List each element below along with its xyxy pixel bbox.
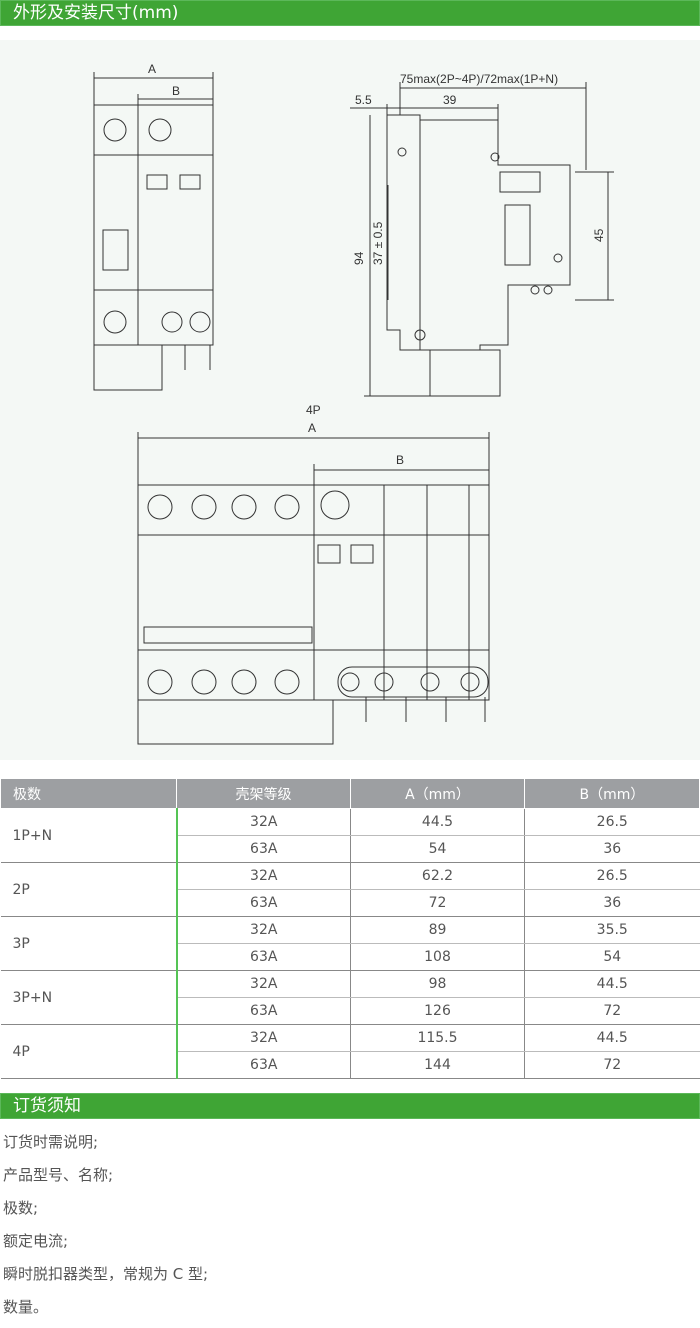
ordering-notes: 订货时需说明; 产品型号、名称; 极数; 额定电流; 瞬时脱扣器类型，常规为 C…	[3, 1130, 208, 1328]
b-cell: 54	[524, 943, 700, 971]
a-cell: 144	[350, 1051, 525, 1079]
note-item: 数量。	[3, 1298, 49, 1316]
dim-label-a: A	[148, 62, 156, 76]
dim-label-b: B	[172, 84, 180, 98]
frame-cell: 63A	[176, 1051, 351, 1079]
a-cell: 126	[350, 997, 525, 1025]
a-cell: 72	[350, 889, 525, 917]
header-b: B（mm）	[524, 778, 700, 809]
dim-label-4p-a: A	[308, 421, 316, 435]
b-cell: 72	[524, 997, 700, 1025]
b-cell: 36	[524, 889, 700, 917]
b-cell: 44.5	[524, 970, 700, 998]
header-a: A（mm）	[350, 778, 525, 809]
frame-cell: 32A	[176, 970, 351, 998]
pole-cell: 1P+N	[0, 808, 178, 863]
dim-label-94: 94	[352, 251, 366, 265]
dim-label-45: 45	[592, 228, 606, 242]
frame-cell: 63A	[176, 943, 351, 971]
pole-cell: 3P+N	[0, 970, 178, 1025]
frame-cell: 32A	[176, 1024, 351, 1052]
b-cell: 36	[524, 835, 700, 863]
pole-cell: 4P	[0, 1024, 178, 1079]
pole-cell: 3P	[0, 916, 178, 971]
note-item: 瞬时脱扣器类型，常规为 C 型;	[3, 1265, 209, 1283]
b-cell: 26.5	[524, 808, 700, 836]
frame-cell: 63A	[176, 835, 351, 863]
section-title: 外形及安装尺寸(mm)	[13, 3, 179, 23]
a-cell: 44.5	[350, 808, 525, 836]
frame-cell: 63A	[176, 889, 351, 917]
note-item: 产品型号、名称;	[3, 1166, 114, 1184]
b-cell: 35.5	[524, 916, 700, 944]
section-header-ordering: 订货须知	[0, 1093, 700, 1119]
a-cell: 62.2	[350, 862, 525, 890]
b-cell: 72	[524, 1051, 700, 1079]
note-item: 极数;	[3, 1199, 39, 1217]
section-title: 订货须知	[13, 1096, 81, 1116]
dimension-drawing: A B 75max(2P~4P)/72max(1P+N) 5.5 39 94 3…	[0, 40, 700, 760]
label-4p: 4P	[306, 403, 321, 417]
frame-cell: 32A	[176, 808, 351, 836]
a-cell: 98	[350, 970, 525, 998]
a-cell: 54	[350, 835, 525, 863]
header-frame: 壳架等级	[176, 778, 351, 809]
a-cell: 89	[350, 916, 525, 944]
note-item: 订货时需说明;	[3, 1133, 99, 1151]
frame-cell: 32A	[176, 862, 351, 890]
header-poles: 极数	[0, 778, 177, 809]
side-view: 75max(2P~4P)/72max(1P+N) 5.5 39 94 37 ± …	[350, 72, 614, 397]
front-view: A B	[93, 62, 214, 391]
dim-label-37: 37 ± 0.5	[371, 221, 385, 265]
pole-cell: 2P	[0, 862, 178, 917]
dim-label-width: 75max(2P~4P)/72max(1P+N)	[400, 72, 558, 86]
b-cell: 44.5	[524, 1024, 700, 1052]
section-header-dimensions: 外形及安装尺寸(mm)	[0, 0, 700, 26]
frame-cell: 32A	[176, 916, 351, 944]
note-item: 额定电流;	[3, 1232, 69, 1250]
4p-view: 4P A B	[137, 403, 490, 745]
b-cell: 26.5	[524, 862, 700, 890]
dim-label-4p-b: B	[396, 453, 404, 467]
dim-label-offset: 5.5	[355, 93, 372, 107]
dim-label-39: 39	[443, 93, 457, 107]
frame-cell: 63A	[176, 997, 351, 1025]
a-cell: 115.5	[350, 1024, 525, 1052]
a-cell: 108	[350, 943, 525, 971]
